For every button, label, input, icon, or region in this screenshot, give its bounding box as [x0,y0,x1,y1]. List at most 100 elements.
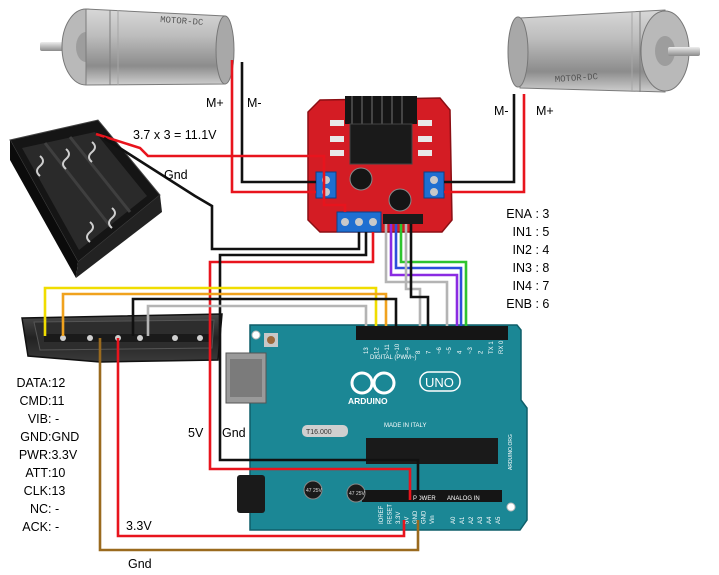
board-pin-label: 3.3V [396,512,402,524]
terminal-motor-b [423,171,445,199]
board-pin-label: ~5 [447,346,453,354]
wire-in1 [389,224,459,326]
arduino-site: ARDUINO.ORG [508,434,514,470]
driver_pins-value: 5 [542,225,550,239]
driver_pins-row: ENB : 6 [504,295,549,313]
driver_pins-separator: : [532,207,543,221]
capacitor-label: 47 25V [349,491,366,497]
wire-in2 [394,224,463,326]
motor-left-plus-label: M+ [206,96,224,110]
board-pin-label: A0 [451,516,457,524]
board-pin-label: A1 [460,516,466,524]
driver_pins-row: IN4 : 7 [504,277,550,295]
board-pin-label: Vin [430,515,436,524]
driver_pins-name: IN1 [512,225,532,239]
board-pin-label: ~11 [385,344,391,354]
ps2_pins-separator: : [48,394,52,408]
board-pin-label: 13 [364,347,370,354]
driver_pins-row: IN2 : 4 [504,241,550,259]
ps2_pins-row: GND:GND [6,428,79,446]
ps2_pins-row: CMD:11 [6,392,79,410]
ps2_pins-value: 13 [51,484,66,498]
ps2_pins-name: DATA [16,376,48,390]
motor-left-model: MOTOR-DC [160,15,204,28]
ps2_pins-name: ATT [25,466,48,480]
wire-ps2-cmd [61,292,388,336]
board-pin-label: ~9 [406,346,412,354]
ps2_pins-name: VIB [27,412,48,426]
board-pin-label: ~6 [437,346,443,354]
ps2_pins-separator: : [48,412,55,426]
wire-driver-gnd [218,232,420,500]
power-analog-header [362,490,502,502]
wire-ps2-pwr [116,338,406,538]
motor-right-minus-label: M- [494,104,509,118]
board-pin-label: A4 [487,516,493,524]
ps2_pins-name: ACK [22,520,48,534]
ps2_pins-value: - [54,520,60,534]
driver_pins-name: ENA [506,207,532,221]
gnd-mid-label: Gnd [222,426,246,440]
ps2_pins-separator: : [48,376,52,390]
board-pin-label: ~3 [468,346,474,354]
ps2_pins-value: 11 [51,394,65,408]
driver_pins-name: ENB [506,297,532,311]
capacitor-1 [303,480,323,500]
ps2_pins-value: 12 [51,376,66,390]
driver-capacitor-2 [388,188,412,212]
board-pin-label: 7 [426,350,432,354]
board-pin-label: A5 [496,516,502,524]
board-pin-label: 4 [458,350,464,354]
driver_pins-value: 3 [542,207,550,221]
ps2_pins-value: - [54,502,60,516]
driver_pins-separator: : [532,243,543,257]
board-pin-label: 5V [405,517,411,524]
ps2_pins-separator: : [48,466,52,480]
ps2_pins-separator: : [48,502,55,516]
driver_pins-separator: : [532,279,543,293]
ps2_pins-separator: : [48,448,52,462]
ps2_pins-row: DATA:12 [6,374,79,392]
ps2_pins-value: 10 [51,466,66,480]
wire-battery-gnd [103,136,361,251]
ps2_pins-row: PWR:3.3V [6,446,79,464]
crystal [302,425,348,437]
board-pin-label: A2 [469,516,475,524]
arduino-brand: ARDUINO [348,396,388,406]
battery-gnd-label: Gnd [164,168,188,182]
l298n-driver [307,96,453,233]
motor-left: MOTOR-DC [40,8,235,86]
wire-in4 [404,224,422,326]
driver_pins-name: IN3 [512,261,532,275]
battery-holder [9,119,162,278]
ps2_pins-row: NC: - [6,500,79,518]
motor-right-shaft [668,47,700,56]
analog-label: ANALOG IN [447,496,480,502]
ps2_pins-separator: : [48,520,55,534]
ps2_pins-name: NC [29,502,48,516]
motor-right-plus-label: M+ [536,104,554,118]
ps2_pins-name: CLK [23,484,48,498]
ps2_pins-value: 3.3V [51,448,78,462]
ps2_pins-name: PWR [18,448,48,462]
driver_pins-row: IN1 : 5 [504,223,550,241]
board-pin-label: RX 0 [499,340,505,354]
driver_pins-row: ENA : 3 [504,205,549,223]
five-v-label: 5V [188,426,204,440]
motor-right: MOTOR-DC [507,9,700,93]
board-pin-label: GND [413,510,419,524]
ps2_pins-separator: : [48,430,52,444]
ps2_pins-row: VIB: - [6,410,79,428]
arduino-logo [350,371,374,395]
driver-input-header [383,214,423,224]
board-pin-label: IOREF [379,505,385,524]
wire-ps2-clk [146,304,368,336]
arduino-model: UNO [425,375,454,390]
terminal-motor-a [315,171,337,199]
driver_pins-name: IN4 [512,279,532,293]
